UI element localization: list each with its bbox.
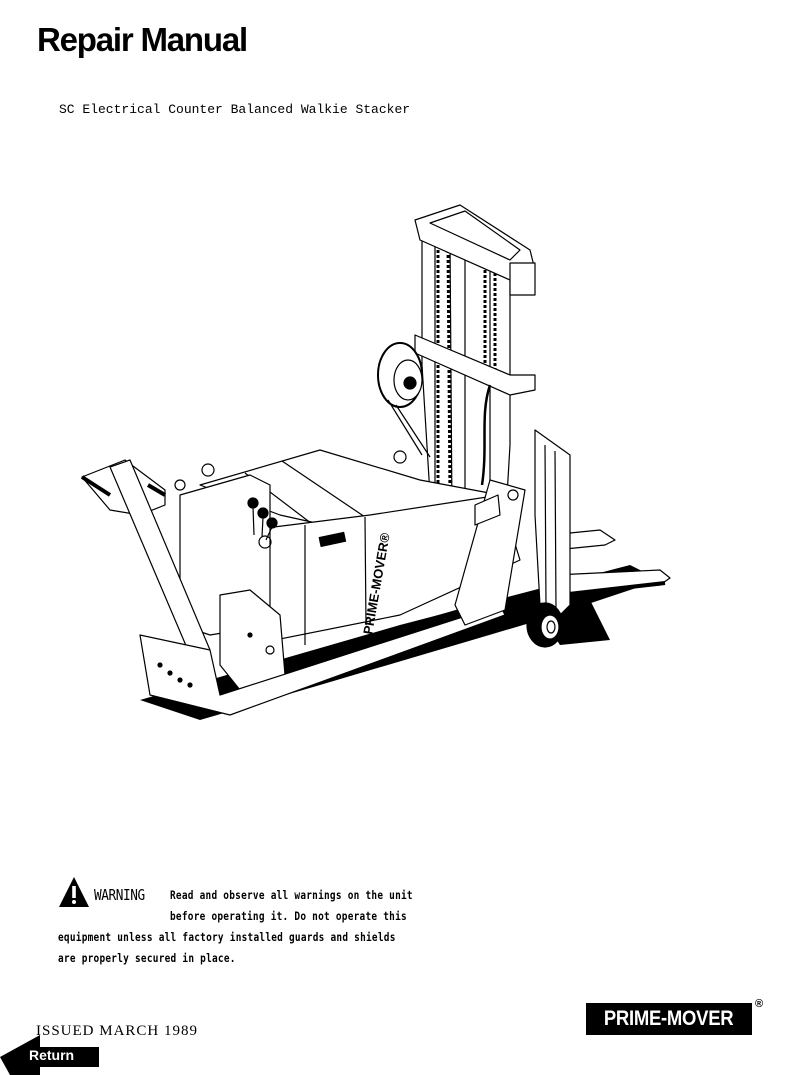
issued-date: ISSUED MARCH 1989	[36, 1023, 199, 1039]
warning-triangle-icon	[59, 877, 89, 907]
page-title: Repair Manual	[37, 21, 248, 58]
brand-logo-text: PRIME-MOVER	[604, 1007, 734, 1030]
warning-line-2: before operating it. Do not operate this	[170, 909, 407, 923]
warning-label: WARNING	[94, 886, 145, 904]
return-label: Return	[29, 1047, 75, 1063]
forklift-stacker-icon: PRIME-MOVER®	[80, 204, 671, 720]
return-button[interactable]: Return	[0, 1035, 100, 1075]
document-subtitle: SC Electrical Counter Balanced Walkie St…	[59, 102, 411, 117]
warning-line-3: equipment unless all factory installed g…	[58, 930, 396, 944]
arrow-left-icon	[0, 1035, 99, 1075]
warning-line-1: Read and observe all warnings on the uni…	[170, 888, 413, 902]
registered-mark: ®	[755, 998, 764, 1010]
warning-line-4: are properly secured in place.	[58, 951, 236, 965]
forklift-illustration: PRIME-MOVER®	[70, 195, 690, 735]
brand-logo: PRIME-MOVER	[586, 1003, 752, 1035]
